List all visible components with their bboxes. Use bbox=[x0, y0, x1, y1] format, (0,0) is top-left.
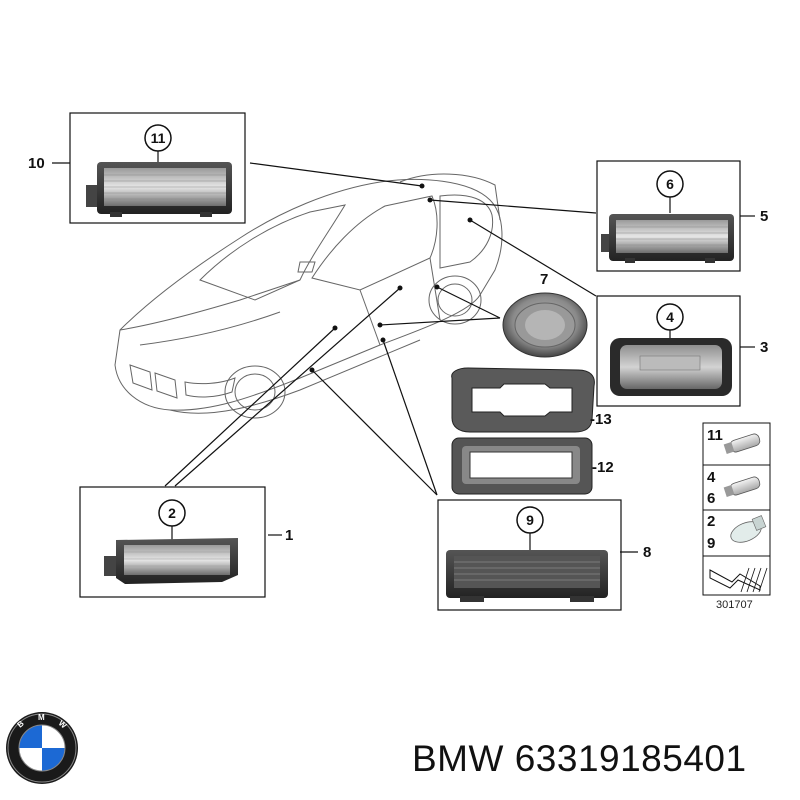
ref-8: 8 bbox=[643, 544, 651, 561]
ref-10: 10 bbox=[28, 155, 45, 172]
bulb-ref-9: 9 bbox=[707, 535, 715, 552]
bmw-logo-icon: B M W bbox=[6, 712, 78, 784]
part-label: BMW 63319185401 bbox=[412, 738, 747, 780]
box-part-4 bbox=[596, 295, 741, 407]
diagram-code: 301707 bbox=[716, 599, 753, 611]
box-part-9 bbox=[437, 499, 622, 611]
ref-7: 7 bbox=[540, 271, 548, 288]
callout-4: 4 bbox=[666, 309, 674, 325]
footwell-lamp-2 bbox=[104, 538, 238, 584]
install-arrow-icon bbox=[709, 567, 768, 593]
part-number: 63319185401 bbox=[514, 738, 747, 779]
festoon-bulb bbox=[723, 433, 761, 454]
bulb-ref-6: 6 bbox=[707, 490, 715, 507]
wedge-bulb bbox=[730, 515, 767, 543]
cover-cap-7 bbox=[502, 292, 588, 358]
callout-11: 11 bbox=[151, 130, 166, 146]
festoon-bulb-2 bbox=[723, 476, 761, 497]
bulb-ref-4: 4 bbox=[707, 469, 716, 486]
ref-1: 1 bbox=[285, 527, 293, 544]
ref-5: 5 bbox=[760, 208, 768, 225]
leader-lines bbox=[52, 162, 755, 553]
svg-text:W: W bbox=[57, 719, 69, 731]
courtesy-lamp-11 bbox=[86, 162, 232, 217]
ref-13: -13 bbox=[590, 411, 612, 428]
box-part-2 bbox=[79, 486, 266, 598]
courtesy-lamp-6 bbox=[601, 214, 734, 263]
svg-text:M: M bbox=[38, 713, 45, 722]
gasket-13 bbox=[451, 367, 595, 433]
car-outline bbox=[114, 173, 503, 419]
brand-name: BMW bbox=[412, 738, 504, 779]
door-lamp-9 bbox=[446, 550, 608, 602]
interior-lamp-4 bbox=[610, 338, 732, 396]
svg-text:B: B bbox=[16, 719, 26, 730]
ref-12: -12 bbox=[592, 459, 614, 476]
callout-6: 6 bbox=[666, 176, 674, 192]
leader-dots bbox=[309, 183, 473, 373]
bulb-ref-11: 11 bbox=[707, 427, 723, 444]
ref-3: 3 bbox=[760, 339, 768, 356]
callout-2: 2 bbox=[168, 505, 176, 521]
box-part-11 bbox=[69, 112, 246, 224]
callout-9: 9 bbox=[526, 512, 534, 528]
bulb-table bbox=[702, 422, 771, 596]
bulb-ref-2: 2 bbox=[707, 513, 715, 530]
box-part-6 bbox=[596, 160, 741, 272]
frame-12 bbox=[451, 437, 593, 495]
